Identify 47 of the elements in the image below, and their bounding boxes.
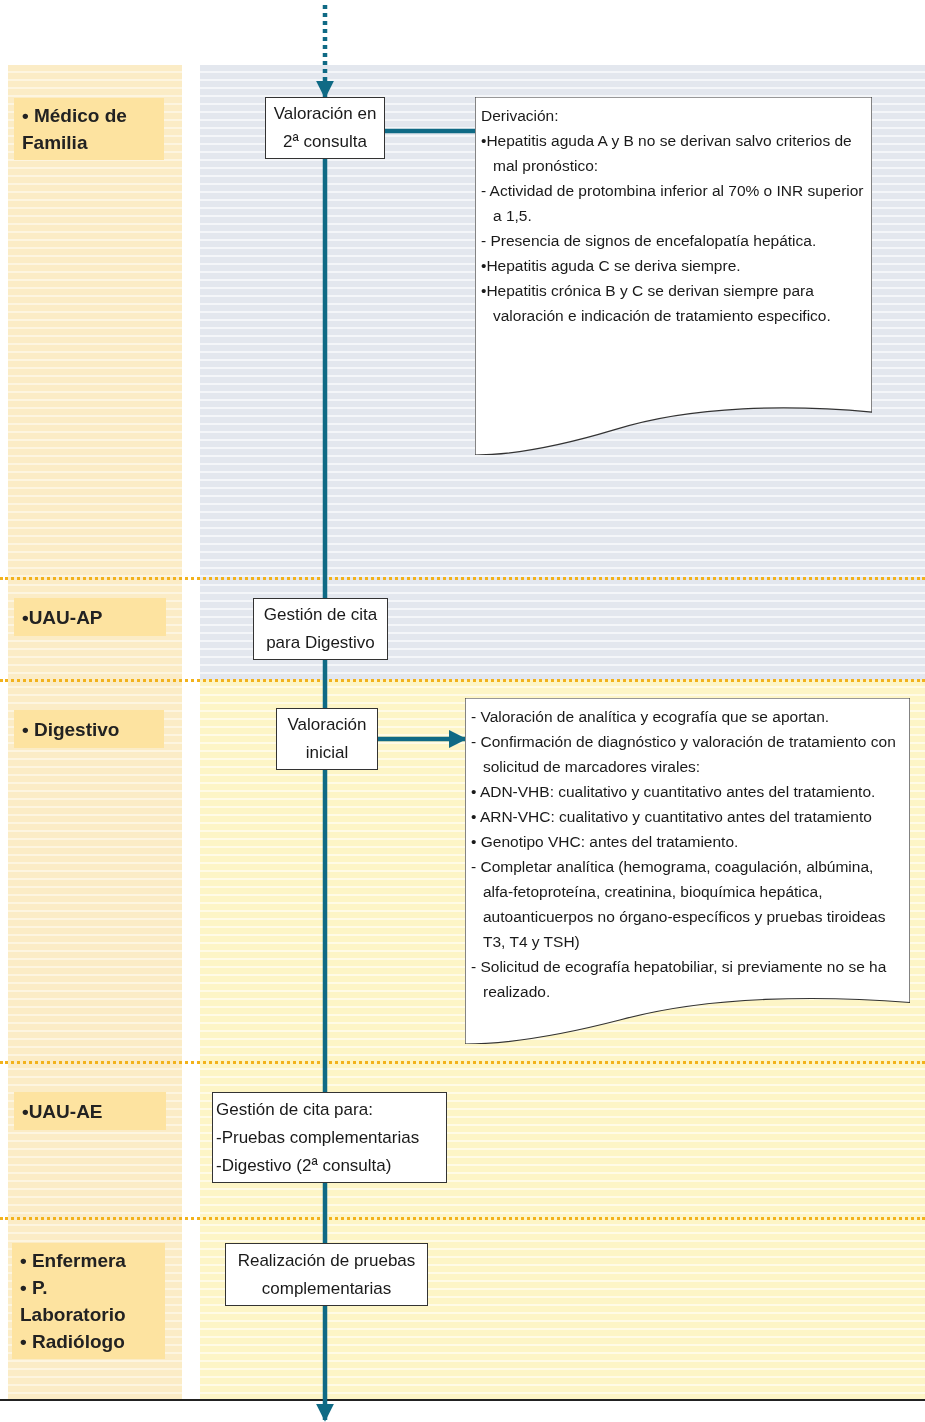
connector-line (316, 5, 334, 99)
note-text: • Genotipo VHC: antes del tratamiento. (471, 832, 740, 852)
note-text: - Completar analítica (hemograma, coagulación, albúmina, alfa-fetoproteína, creatinina, bioquímica hepática, autoanticuerpos no órgano-específicos y pruebas tiroideas T3, T4 y TSH) (471, 857, 887, 952)
document-note (475, 97, 872, 455)
lane-title: • Radiólogo (20, 1330, 126, 1354)
box-text: Valoración en 2ª consulta (272, 103, 378, 153)
box-text: Gestión de cita para: (216, 1098, 374, 1121)
process-box (276, 708, 378, 770)
note-text: - Presencia de signos de encefalopatía hepática. (481, 231, 818, 251)
lane-title: •UAU-AP (22, 605, 104, 630)
process-box (225, 1243, 428, 1306)
note-text: •Hepatitis aguda A y B no se derivan salvo criterios de mal pronóstico: (481, 131, 853, 176)
note-text: •Hepatitis aguda C se deriva siempre. (481, 256, 742, 276)
lane-label (14, 1092, 166, 1130)
process-box (265, 97, 385, 159)
process-box (212, 1092, 447, 1183)
note-text: •Hepatitis crónica B y C se derivan siempre para valoración e indicación de tratamiento especifico. (481, 281, 832, 326)
lane-title: • Médico de Familia (22, 104, 128, 155)
box-text: Gestión de cita para Digestivo (262, 604, 379, 654)
connector-line (322, 159, 328, 598)
note-text: Derivación: (481, 106, 560, 126)
lane-label (14, 710, 164, 748)
note-text: • ADN-VHB: cualitativo y cuantitativo antes del tratamiento. (471, 782, 877, 802)
connector-line (322, 770, 328, 1092)
box-text: -Digestivo (2ª consulta) (216, 1154, 393, 1177)
lane-label (12, 1243, 165, 1359)
note-text: - Solicitud de ecografía hepatobiliar, si previamente no se ha realizado. (471, 957, 888, 1002)
note-text: • ARN-VHC: cualitativo y cuantitativo antes del tratamiento (471, 807, 873, 827)
note-text: - Actividad de protombina inferior al 70% o INR superior a 1,5. (481, 181, 865, 226)
lane-label (14, 598, 166, 636)
lane-title: • Digestivo (22, 717, 121, 742)
note-text: - Confirmación de diagnóstico y valoración de tratamiento con solicitud de marcadores virales: (471, 732, 897, 777)
connector-line (385, 128, 475, 134)
document-note (465, 698, 910, 1044)
connector-line (322, 660, 328, 708)
box-text: -Pruebas complementarias (216, 1126, 421, 1149)
note-text: - Valoración de analítica y ecografía que se aportan. (471, 707, 831, 727)
process-box (253, 598, 388, 660)
box-text: Realización de pruebas complementarias (236, 1249, 417, 1300)
connector-line (316, 1306, 334, 1422)
lane-title: • P. Laboratorio (20, 1276, 127, 1327)
lane-title: • Enfermera (20, 1249, 127, 1273)
lane-title: •UAU-AE (22, 1099, 104, 1124)
box-text: Valoración inicial (286, 714, 368, 764)
connector-line (322, 1183, 328, 1243)
lane-label (14, 98, 164, 160)
connector-line (378, 730, 467, 748)
